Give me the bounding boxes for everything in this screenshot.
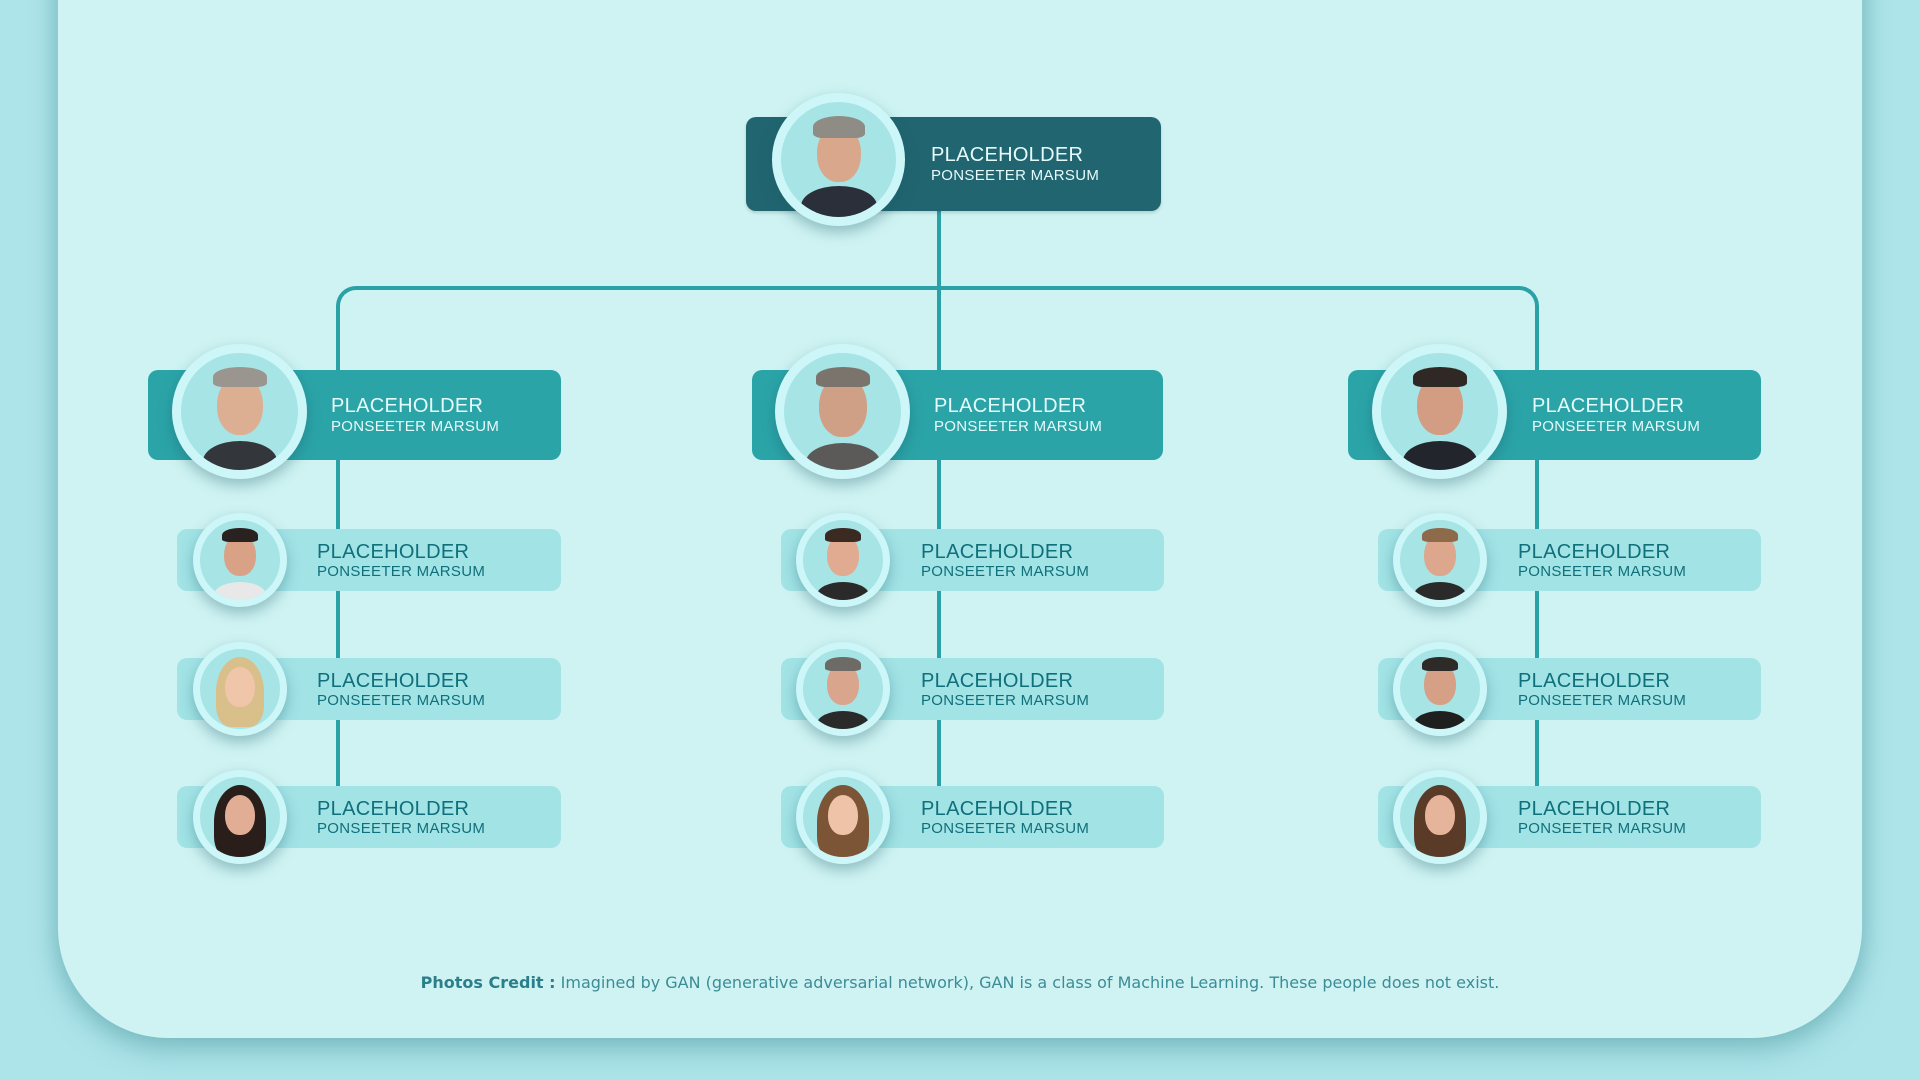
person-photo-icon [225, 795, 255, 835]
avatar-member-3-3 [1393, 770, 1487, 864]
node-title: PLACEHOLDER [317, 798, 470, 820]
node-title: PLACEHOLDER [1532, 395, 1685, 417]
avatar-head-2 [775, 344, 910, 479]
person-photo-icon [1425, 795, 1455, 835]
avatar-member-2-3 [796, 770, 890, 864]
node-title: PLACEHOLDER [931, 144, 1084, 166]
hair-shape [825, 657, 861, 671]
photo-credit: Photos Credit : Imagined by GAN (generat… [0, 973, 1920, 992]
node-subtitle: PONSEETER MARSUM [1518, 820, 1687, 837]
node-title: PLACEHOLDER [921, 670, 1074, 692]
node-title: PLACEHOLDER [1518, 541, 1671, 563]
node-title: PLACEHOLDER [317, 541, 470, 563]
connector-horizontal [336, 286, 1539, 346]
node-title: PLACEHOLDER [921, 541, 1074, 563]
avatar-member-3-1 [1393, 513, 1487, 607]
shoulders-shape [801, 186, 877, 217]
connector-trunk [937, 211, 941, 371]
avatar-member-1-2 [193, 642, 287, 736]
hair-shape [222, 528, 258, 542]
node-subtitle: PONSEETER MARSUM [921, 563, 1090, 580]
photo-credit-text: Imagined by GAN (generative adversarial … [555, 973, 1500, 992]
node-subtitle: PONSEETER MARSUM [921, 820, 1090, 837]
avatar-member-1-3 [193, 770, 287, 864]
node-title: PLACEHOLDER [934, 395, 1087, 417]
node-title: PLACEHOLDER [921, 798, 1074, 820]
shoulders-shape [214, 582, 266, 600]
shoulders-shape [1414, 582, 1466, 600]
hair-shape [1422, 657, 1458, 671]
shoulders-shape [203, 441, 277, 470]
node-subtitle: PONSEETER MARSUM [1518, 692, 1687, 709]
avatar-head-3 [1372, 344, 1507, 479]
node-subtitle: PONSEETER MARSUM [934, 418, 1103, 435]
shoulders-shape [1403, 441, 1477, 470]
node-title: PLACEHOLDER [1518, 798, 1671, 820]
shoulders-shape [806, 443, 880, 470]
avatar-member-2-2 [796, 642, 890, 736]
node-subtitle: PONSEETER MARSUM [1518, 563, 1687, 580]
avatar-head-1 [172, 344, 307, 479]
photo-credit-label: Photos Credit : [420, 973, 556, 992]
node-title: PLACEHOLDER [1518, 670, 1671, 692]
hair-shape [825, 528, 861, 542]
hair-shape [813, 116, 865, 138]
avatar-member-2-1 [796, 513, 890, 607]
node-subtitle: PONSEETER MARSUM [317, 820, 486, 837]
connector-middle-column [937, 370, 941, 820]
person-photo-icon [828, 795, 858, 835]
hair-shape [1413, 367, 1467, 387]
node-subtitle: PONSEETER MARSUM [1532, 418, 1701, 435]
avatar-member-3-2 [1393, 642, 1487, 736]
hair-shape [213, 367, 267, 387]
node-subtitle: PONSEETER MARSUM [931, 167, 1100, 184]
shoulders-shape [817, 711, 869, 729]
node-title: PLACEHOLDER [317, 670, 470, 692]
node-subtitle: PONSEETER MARSUM [317, 692, 486, 709]
shoulders-shape [1414, 711, 1466, 729]
hair-shape [816, 367, 870, 387]
node-subtitle: PONSEETER MARSUM [317, 563, 486, 580]
node-subtitle: PONSEETER MARSUM [921, 692, 1090, 709]
node-subtitle: PONSEETER MARSUM [331, 418, 500, 435]
hair-shape [1422, 528, 1458, 542]
avatar-root [772, 93, 905, 226]
node-title: PLACEHOLDER [331, 395, 484, 417]
shoulders-shape [817, 582, 869, 600]
person-photo-icon [225, 667, 255, 707]
avatar-member-1-1 [193, 513, 287, 607]
